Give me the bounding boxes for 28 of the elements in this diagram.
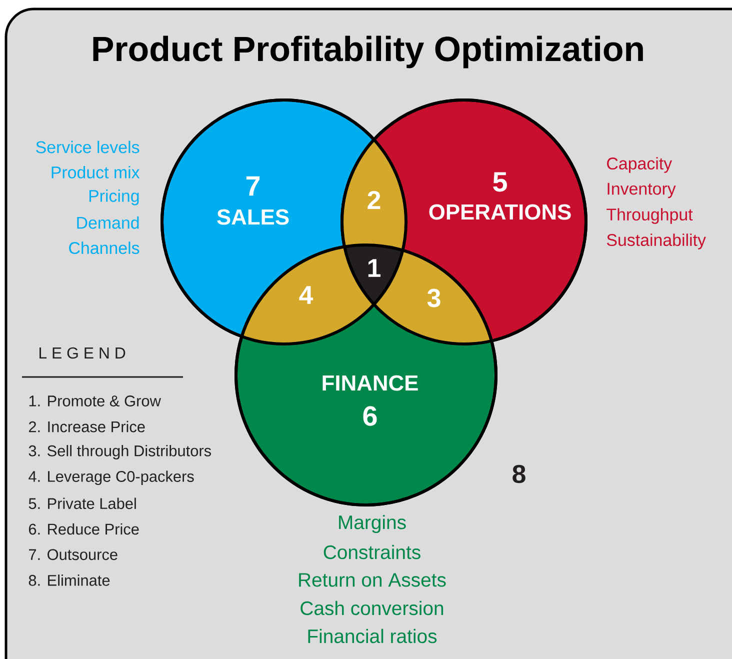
- legend-item: 5. Private Label: [28, 498, 136, 510]
- factor-label: Channels: [69, 242, 140, 254]
- factor-label: Product mix: [52, 166, 140, 178]
- factor-label: Constraints: [324, 544, 420, 560]
- legend-item: 3. Sell through Distributors: [28, 445, 211, 460]
- legend-item: 6. Reduce Price: [29, 523, 139, 535]
- factor-label: Demand: [77, 216, 139, 229]
- factor-label: Inventory: [608, 182, 676, 198]
- legend-item: 2. Increase Price: [29, 420, 145, 432]
- factor-label: Pricing: [89, 190, 139, 206]
- factor-label: Service levels: [36, 140, 140, 154]
- factor-label: Return on Assets: [299, 573, 446, 587]
- region-number: 2: [368, 190, 380, 210]
- legend-item: 7. Outsource: [29, 549, 118, 560]
- factor-label: Capacity: [607, 157, 672, 173]
- region-number: 4: [299, 286, 314, 304]
- legend-item: 4. Leverage C0-packers: [28, 470, 194, 485]
- legend-item: 8. Eliminate: [28, 574, 110, 586]
- factor-label: Financial ratios: [308, 628, 437, 644]
- region-number: 3: [427, 288, 440, 308]
- factor-label: Cash conversion: [300, 600, 444, 616]
- legend-item: 1. Promote & Grow: [29, 396, 161, 406]
- factor-label: Sustainability: [606, 234, 706, 250]
- factor-label: Throughput: [606, 208, 693, 224]
- factor-label: Margins: [339, 514, 406, 534]
- title: Product Profitability Optimization: [93, 36, 643, 68]
- legend-heading: L E G E N D: [40, 347, 126, 359]
- region-number: 1: [368, 259, 380, 277]
